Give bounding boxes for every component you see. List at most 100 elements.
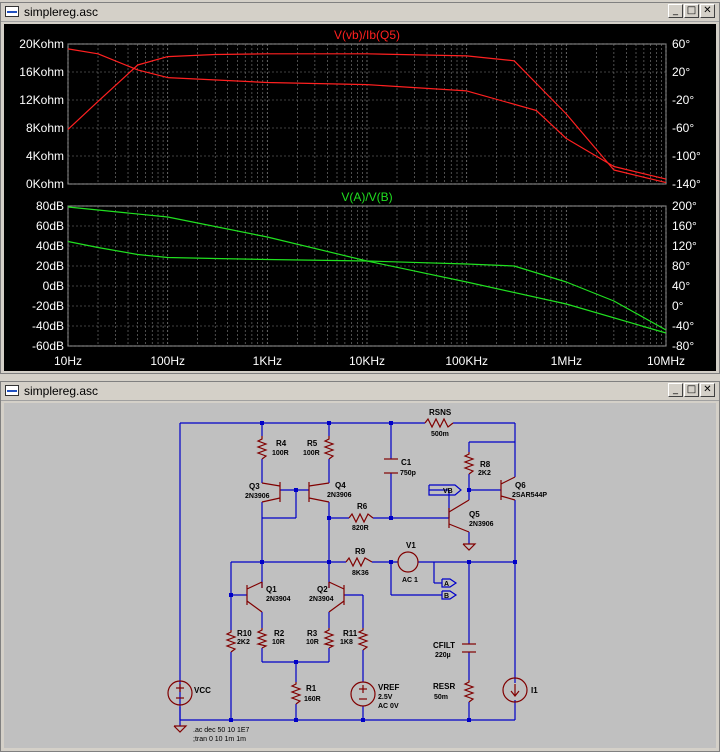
q2-label: Q2 [317, 585, 328, 594]
y-right-tick-label: -140° [672, 177, 701, 191]
waveform-app-icon [5, 6, 19, 17]
y-left-tick-label: -60dB [32, 339, 64, 353]
x-tick-label: 10KHz [349, 354, 385, 368]
y-left-tick-label: 80dB [36, 199, 64, 213]
r2-label: R2 [274, 629, 285, 638]
q4-value: 2N3906 [327, 492, 352, 499]
r8-label: R8 [480, 460, 491, 469]
y-left-tick-label: 4Kohm [26, 149, 64, 163]
y-right-tick-label: 20° [672, 65, 690, 79]
y-right-tick-label: -20° [672, 93, 694, 107]
spice-directive-tran: ;tran 0 10 1m 1m [193, 736, 246, 743]
minimize-button[interactable]: _ [668, 383, 683, 397]
rsns-label: RSNS [429, 408, 452, 417]
r11-label: R11 [343, 629, 358, 638]
r9-value: 8K36 [352, 570, 369, 577]
v1-label: V1 [406, 541, 416, 550]
r11-value: 1K8 [340, 639, 353, 646]
v1-source-circle [397, 551, 419, 573]
q6-value: 2SAR544P [512, 492, 547, 499]
y-right-tick-label: 160° [672, 219, 697, 233]
port-b-label: B [444, 593, 449, 600]
port-a-flag [441, 578, 458, 588]
x-tick-label: 10Hz [54, 354, 82, 368]
rsns-value: 500m [431, 431, 449, 438]
r6-value: 820R [352, 525, 369, 532]
r3-value: 10R [306, 639, 319, 646]
x-tick-label: 1KHz [253, 354, 282, 368]
maximize-button[interactable]: □ [684, 383, 699, 397]
c1-label: C1 [401, 458, 412, 467]
plot-window-title: simplereg.asc [24, 5, 99, 19]
y-right-tick-label: 200° [672, 199, 697, 213]
y-right-tick-label: 80° [672, 259, 690, 273]
y-right-tick-label: 60° [672, 37, 690, 51]
r3-label: R3 [307, 629, 318, 638]
x-tick-label: 10MHz [647, 354, 685, 368]
r4-label: R4 [276, 439, 287, 448]
close-button[interactable]: ✕ [700, 4, 715, 18]
r10-value: 2K2 [237, 639, 250, 646]
y-left-tick-label: -20dB [32, 299, 64, 313]
r11-resistor [357, 628, 369, 651]
r9-resistor [345, 556, 373, 568]
r10-resistor [225, 630, 237, 653]
pane-title: V(vb)/Ib(Q5) [334, 28, 400, 42]
resr-value: 50m [434, 694, 448, 701]
q6-label: Q6 [515, 481, 526, 490]
vcc-source-circle [167, 680, 193, 706]
schematic-window-titlebar[interactable]: simplereg.asc _ □ ✕ [1, 382, 719, 401]
y-left-tick-label: -40dB [32, 319, 64, 333]
series-line-phase [67, 53, 667, 184]
r5-value: 100R [303, 450, 320, 457]
cfilt-label: CFILT [433, 641, 455, 650]
port-a-label: A [444, 581, 449, 588]
r1-resistor [290, 682, 302, 705]
series-line-phase [67, 240, 667, 331]
r10-label: R10 [237, 629, 252, 638]
y-right-tick-label: -80° [672, 339, 694, 353]
schematic-window: simplereg.asc _ □ ✕ [0, 381, 720, 752]
q2-value: 2N3904 [309, 596, 334, 603]
i1-label: I1 [531, 686, 538, 695]
r2-value: 10R [272, 639, 285, 646]
r9-label: R9 [355, 547, 366, 556]
r4-resistor [256, 436, 268, 460]
schematic-canvas[interactable]: RSNS 500m R4 100R R5 100R C1 750p R8 2K2… [4, 403, 716, 748]
vref-value: 2.5V [378, 694, 393, 701]
q3-label: Q3 [249, 482, 260, 491]
minimize-button[interactable]: _ [668, 4, 683, 18]
q5-value: 2N3906 [469, 521, 494, 528]
x-tick-label: 100Hz [150, 354, 185, 368]
plot-window-titlebar[interactable]: simplereg.asc _ □ ✕ [1, 3, 719, 22]
maximize-button[interactable]: □ [684, 4, 699, 18]
close-button[interactable]: ✕ [700, 383, 715, 397]
schematic-svg[interactable]: RSNS 500m R4 100R R5 100R C1 750p R8 2K2… [4, 403, 716, 750]
rsns-resistor [424, 417, 454, 429]
r1-label: R1 [306, 684, 317, 693]
r3-resistor [322, 628, 335, 649]
components [167, 417, 528, 733]
y-left-tick-label: 0Kohm [26, 177, 64, 191]
y-left-tick-label: 60dB [36, 219, 64, 233]
port-flags [428, 484, 462, 600]
y-left-tick-label: 20dB [36, 259, 64, 273]
r6-resistor [348, 512, 374, 524]
r1-value: 160R [304, 696, 321, 703]
r5-resistor [323, 436, 335, 460]
q1-value: 2N3904 [266, 596, 291, 603]
schematic-app-icon [5, 385, 19, 396]
x-tick-label: 100KHz [445, 354, 488, 368]
r4-value: 100R [272, 450, 289, 457]
r2-resistor [255, 628, 268, 649]
y-left-tick-label: 40dB [36, 239, 64, 253]
y-right-tick-label: -60° [672, 121, 694, 135]
y-left-tick-label: 20Kohm [19, 37, 64, 51]
r6-label: R6 [357, 502, 368, 511]
schematic-labels: RSNS 500m R4 100R R5 100R C1 750p R8 2K2… [193, 408, 547, 743]
y-right-tick-label: 120° [672, 239, 697, 253]
y-right-tick-label: 0° [672, 299, 684, 313]
vb-label: VB [443, 488, 453, 495]
